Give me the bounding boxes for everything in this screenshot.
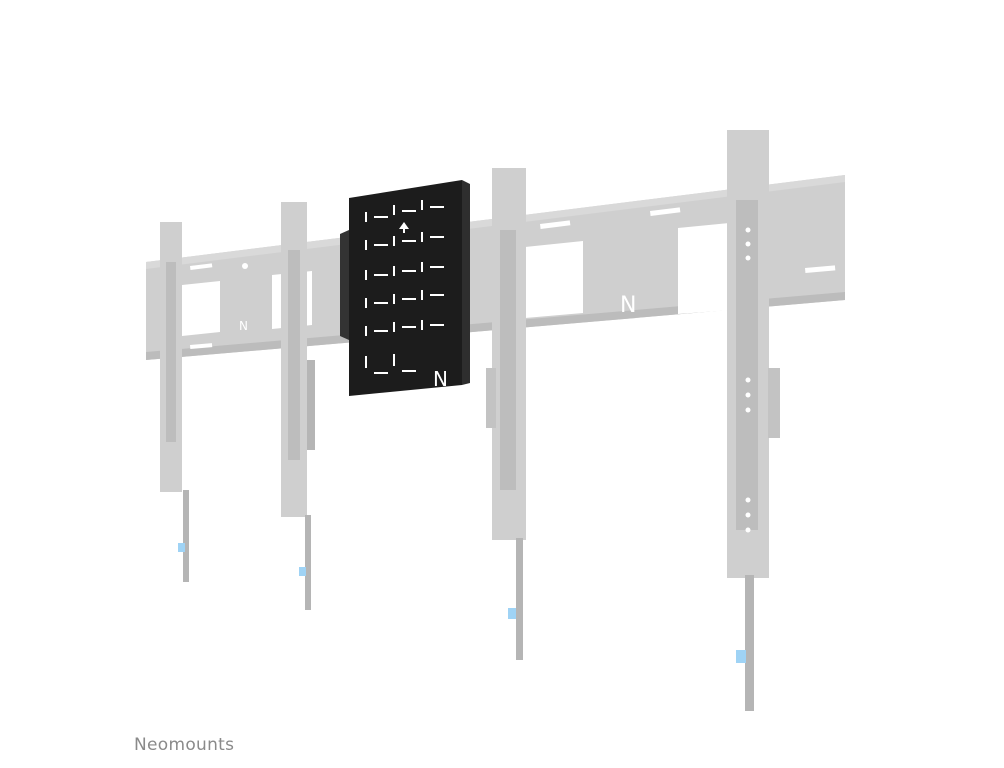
brand-logo-text: Neomounts [134, 735, 235, 755]
vertical-arm-4 [727, 130, 780, 711]
vertical-arm-2 [281, 202, 315, 610]
svg-text:N: N [433, 367, 448, 391]
vertical-arm-3 [486, 168, 526, 660]
accessory-plate: N [340, 180, 470, 396]
svg-text:N: N [239, 319, 248, 333]
vertical-arm-1 [160, 222, 189, 582]
svg-text:N: N [620, 293, 636, 318]
